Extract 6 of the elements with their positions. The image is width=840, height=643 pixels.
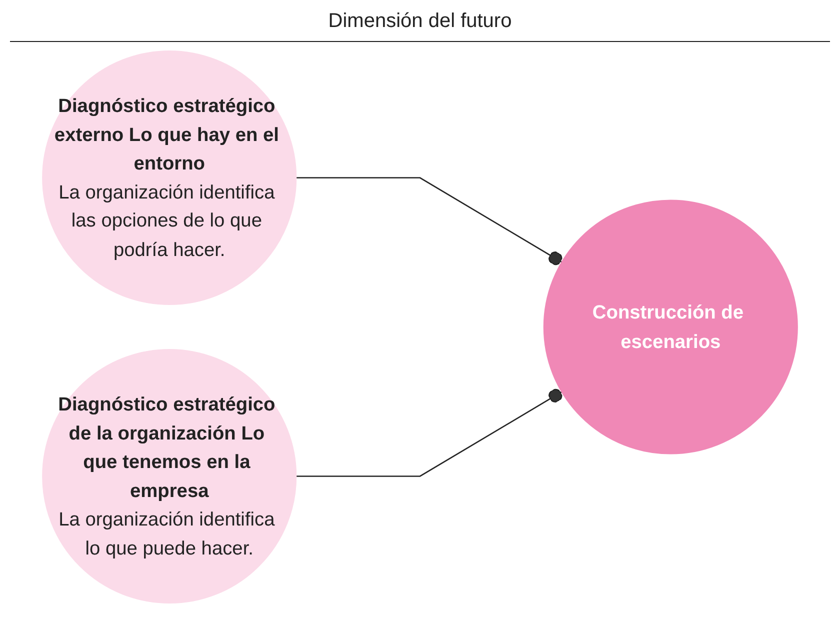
node-circle: Diagnóstico estratégico de la organización Lo que tenemos en la empresa La organización identifica lo que puede hacer. bbox=[42, 348, 297, 604]
node-circle: Construcción de escenarios bbox=[543, 200, 798, 454]
connector bbox=[296, 177, 562, 266]
connector bbox=[296, 388, 562, 477]
title: Dimensión del futuro bbox=[327, 9, 513, 34]
node-circle: Diagnóstico estratégico externo Lo que hay en el entorno La organización identifica las opciones de lo que podría hacer. bbox=[42, 50, 297, 306]
